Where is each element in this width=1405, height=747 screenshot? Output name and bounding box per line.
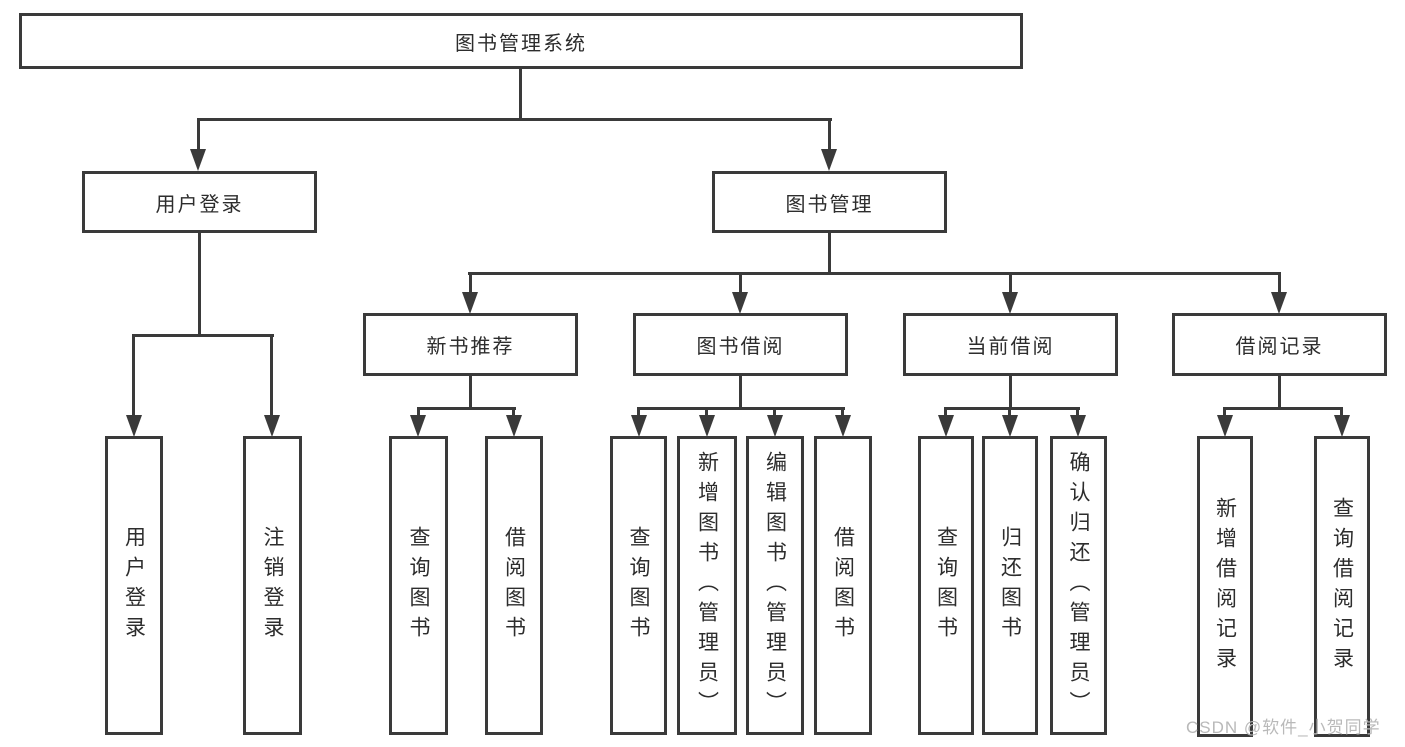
connector-login-rail [132, 334, 274, 337]
arrow-down-icon [1334, 415, 1350, 437]
arrow-down-icon [1070, 415, 1086, 437]
connector-login-child1-drop [132, 334, 135, 417]
connector-drop [841, 407, 844, 417]
arrow-down-icon [1002, 292, 1018, 314]
leaf-query-books-3-label: 查询图书 [934, 525, 958, 646]
arrow-down-icon [126, 415, 142, 437]
connector-drop [1076, 407, 1079, 417]
leaf-add-borrow-record-label: 新增借阅记录 [1213, 496, 1237, 677]
arrow-down-icon [1002, 415, 1018, 437]
node-current-borrowing: 当前借阅 [903, 313, 1118, 376]
node-new-book-recommend-label: 新书推荐 [426, 336, 515, 358]
arrow-down-icon [410, 415, 426, 437]
node-root-label: 图书管理系统 [455, 32, 587, 55]
leaf-edit-books-admin: 编辑图书（管理员） [746, 436, 804, 735]
connector-level3-rail [468, 272, 1280, 275]
connector-current-drop [1009, 272, 1012, 296]
arrow-down-icon [938, 415, 954, 437]
node-user-login: 用户登录 [82, 171, 317, 233]
leaf-borrow-books-1-label: 借阅图书 [502, 525, 526, 646]
arrow-down-icon [732, 292, 748, 314]
node-book-borrowing-label: 图书借阅 [696, 336, 785, 358]
arrow-down-icon [821, 149, 837, 171]
leaf-add-books-admin-label: 新增图书（管理员） [695, 450, 719, 721]
leaf-logout-label: 注销登录 [261, 525, 284, 646]
connector-drop [773, 407, 776, 417]
arrow-down-icon [462, 292, 478, 314]
connector-drop [1008, 407, 1011, 417]
node-book-management: 图书管理 [712, 171, 947, 233]
leaf-logout: 注销登录 [243, 436, 302, 735]
leaf-user-login: 用户登录 [105, 436, 163, 735]
leaf-query-borrow-record-label: 查询借阅记录 [1330, 496, 1354, 677]
connector-current-rail [944, 407, 1080, 410]
arrow-down-icon [1217, 415, 1233, 437]
arrow-down-icon [506, 415, 522, 437]
connector-login-child2-drop [270, 334, 273, 417]
node-book-management-label: 图书管理 [785, 193, 874, 216]
connector-records-stem [1278, 376, 1281, 408]
connector-newbook-rail [417, 407, 516, 410]
connector-drop [417, 407, 420, 417]
node-borrowing-records: 借阅记录 [1172, 313, 1387, 376]
connector-bookmgmt-stem [828, 233, 831, 272]
connector-login-drop [197, 118, 200, 152]
leaf-query-books-3: 查询图书 [918, 436, 974, 735]
leaf-query-borrow-record: 查询借阅记录 [1314, 436, 1370, 737]
connector-login-stem [198, 233, 201, 334]
arrow-down-icon [835, 415, 851, 437]
connector-borrowing-stem [739, 376, 742, 408]
arrow-down-icon [631, 415, 647, 437]
csdn-watermark: CSDN @软件_小贺同学 [1186, 718, 1381, 737]
leaf-edit-books-admin-label: 编辑图书（管理员） [763, 450, 787, 721]
leaf-return-books: 归还图书 [982, 436, 1038, 735]
node-new-book-recommend: 新书推荐 [363, 313, 578, 376]
leaf-confirm-return-admin: 确认归还（管理员） [1050, 436, 1107, 735]
connector-drop [637, 407, 640, 417]
leaf-query-books-2-label: 查询图书 [627, 525, 650, 646]
node-user-login-label: 用户登录 [155, 193, 244, 216]
leaf-query-books-1: 查询图书 [389, 436, 448, 735]
connector-records-rail [1223, 407, 1343, 410]
arrow-down-icon [1271, 292, 1287, 314]
connector-level2-rail [197, 118, 832, 121]
leaf-return-books-label: 归还图书 [998, 525, 1022, 646]
leaf-borrow-books-1: 借阅图书 [485, 436, 543, 735]
leaf-borrow-books-2: 借阅图书 [814, 436, 872, 735]
arrow-down-icon [190, 149, 206, 171]
leaf-confirm-return-admin-label: 确认归还（管理员） [1067, 450, 1090, 721]
node-root: 图书管理系统 [19, 13, 1023, 69]
connector-drop [1223, 407, 1226, 417]
leaf-user-login-label: 用户登录 [122, 525, 146, 646]
leaf-add-books-admin: 新增图书（管理员） [677, 436, 737, 735]
leaf-borrow-books-2-label: 借阅图书 [831, 525, 855, 646]
leaf-query-books-1-label: 查询图书 [407, 525, 430, 646]
node-borrowing-records-label: 借阅记录 [1235, 336, 1324, 358]
connector-records-drop [1278, 272, 1281, 296]
arrow-down-icon [767, 415, 783, 437]
connector-newbook-stem [469, 376, 472, 408]
connector-drop [1340, 407, 1343, 417]
connector-bookmgmt-drop [828, 118, 831, 152]
node-book-borrowing: 图书借阅 [633, 313, 848, 376]
node-current-borrowing-label: 当前借阅 [966, 336, 1055, 358]
connector-newbook-drop [469, 272, 472, 296]
connector-current-stem [1009, 376, 1012, 408]
connector-drop [512, 407, 515, 417]
connector-drop [705, 407, 708, 417]
leaf-query-books-2: 查询图书 [610, 436, 667, 735]
arrow-down-icon [699, 415, 715, 437]
leaf-add-borrow-record: 新增借阅记录 [1197, 436, 1253, 737]
arrow-down-icon [264, 415, 280, 437]
connector-borrowing-rail [637, 407, 845, 410]
connector-borrowing-drop [739, 272, 742, 296]
connector-root-stem [519, 69, 522, 118]
connector-drop [944, 407, 947, 417]
